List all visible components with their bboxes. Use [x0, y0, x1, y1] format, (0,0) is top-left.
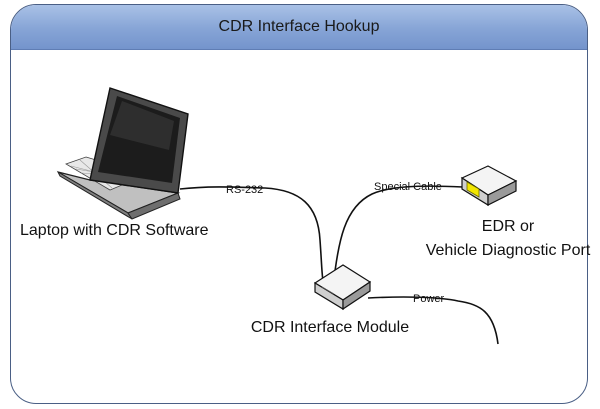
- power-cable: [367, 296, 499, 345]
- power-label: Power: [413, 293, 445, 305]
- rs232-label: RS-232: [226, 184, 263, 196]
- interface-module-icon: [313, 264, 372, 311]
- special-cable: [332, 185, 464, 289]
- diagram-title: CDR Interface Hookup: [11, 5, 587, 50]
- special-cable-label: Special Cable: [374, 181, 442, 193]
- edr-label-line2: Vehicle Diagnostic Port: [426, 242, 591, 259]
- laptop-label: Laptop with CDR Software: [20, 222, 209, 239]
- rs232-cable: [179, 186, 325, 289]
- laptop-icon: [56, 87, 189, 220]
- edr-label-line1: EDR or: [482, 218, 535, 235]
- diagnostic-port-icon: [460, 165, 518, 207]
- module-label: CDR Interface Module: [251, 319, 409, 336]
